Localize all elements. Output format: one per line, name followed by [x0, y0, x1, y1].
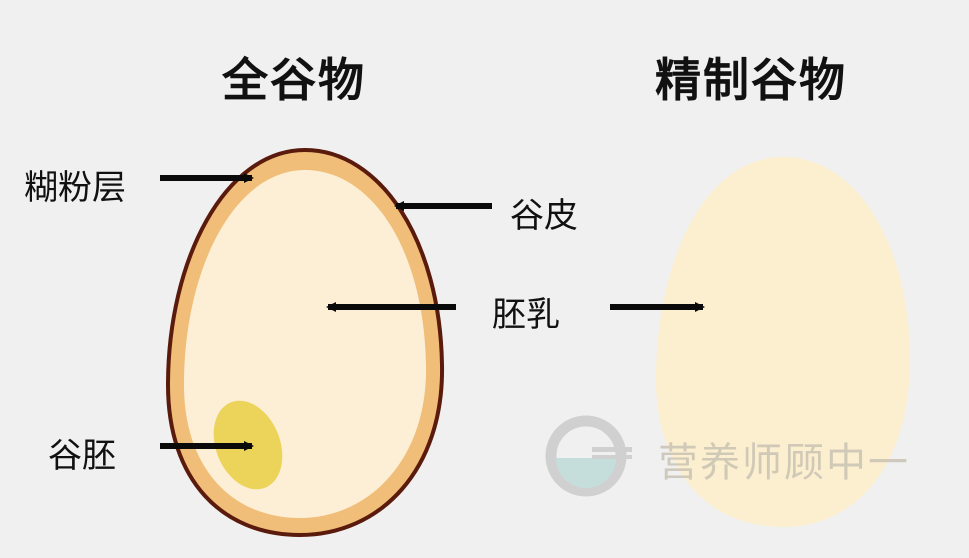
watermark-text: 营养师顾中一	[658, 440, 910, 486]
label-bran: 谷皮	[510, 196, 578, 236]
label-aleurone: 糊粉层	[24, 168, 126, 208]
watermark-logo-icon	[545, 415, 632, 497]
title-whole-grain: 全谷物	[222, 53, 366, 107]
refined-grain-kernel	[656, 157, 910, 527]
label-endosperm: 胚乳	[492, 295, 560, 335]
title-refined-grain: 精制谷物	[655, 53, 847, 107]
label-germ: 谷胚	[48, 436, 116, 476]
whole-grain-kernel	[165, 147, 445, 538]
